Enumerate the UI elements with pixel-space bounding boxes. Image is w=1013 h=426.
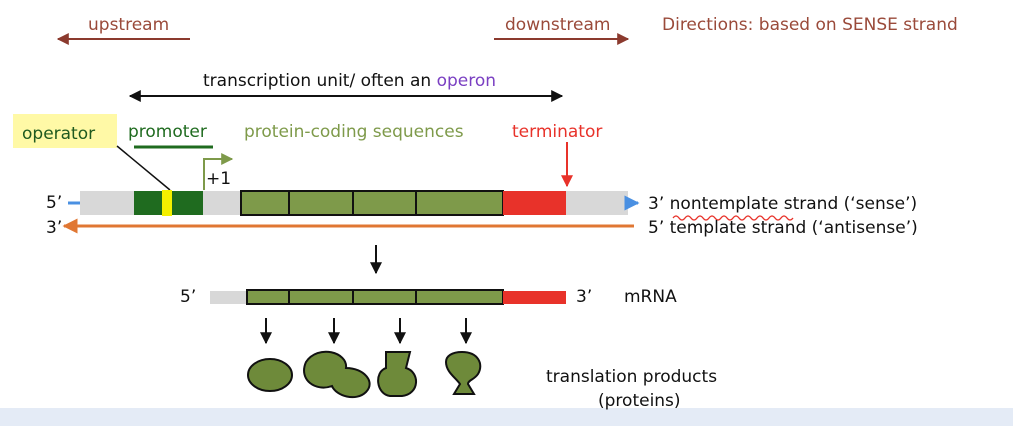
operator-highlight [13,114,117,148]
nontemplate-word: nontemplate [670,194,779,214]
protein-dumbbell-shape [303,350,371,399]
bottom-band [0,408,1013,426]
mrna-5prime: 5’ [180,287,196,307]
directions-note: Directions: based on SENSE strand [662,15,958,35]
protein-keyhole-shape [444,350,482,395]
mrna-label: mRNA [624,287,677,307]
coding-block [240,190,504,216]
terminator-label: terminator [512,122,602,142]
products-label-line1: translation products [546,367,717,387]
operator-pointer-line [116,145,171,191]
protein-oval-shape [247,358,293,392]
dna-bottom-3prime: 3’ [46,218,62,238]
sense-strand-label: 3’ nontemplate strand (‘sense’) [648,194,917,214]
downstream-label: downstream [505,15,610,35]
products-label-line2: (proteins) [598,391,681,411]
operon-word: operon [437,71,496,91]
operator-block [162,190,172,216]
mrna-5utr [210,291,247,304]
mrna-coding-block [246,289,504,305]
promoter-label: promoter [128,122,207,142]
coding-label: protein-coding sequences [244,122,464,142]
operator-label: operator [22,124,95,144]
protein-notched-shape [377,351,417,397]
mrna-3utr [503,291,566,304]
antisense-strand-label: 5’ template strand (‘antisense’) [648,218,918,238]
dna-top-5prime: 5’ [46,193,62,213]
start-site-label: +1 [206,169,231,189]
spellcheck-squiggle [672,215,794,221]
start-site-arrow [203,153,234,190]
terminator-block [503,191,566,215]
mrna-3prime: 3’ [576,287,592,307]
upstream-label: upstream [88,15,169,35]
transcription-unit-label: transcription unit/ often an operon [203,71,496,91]
